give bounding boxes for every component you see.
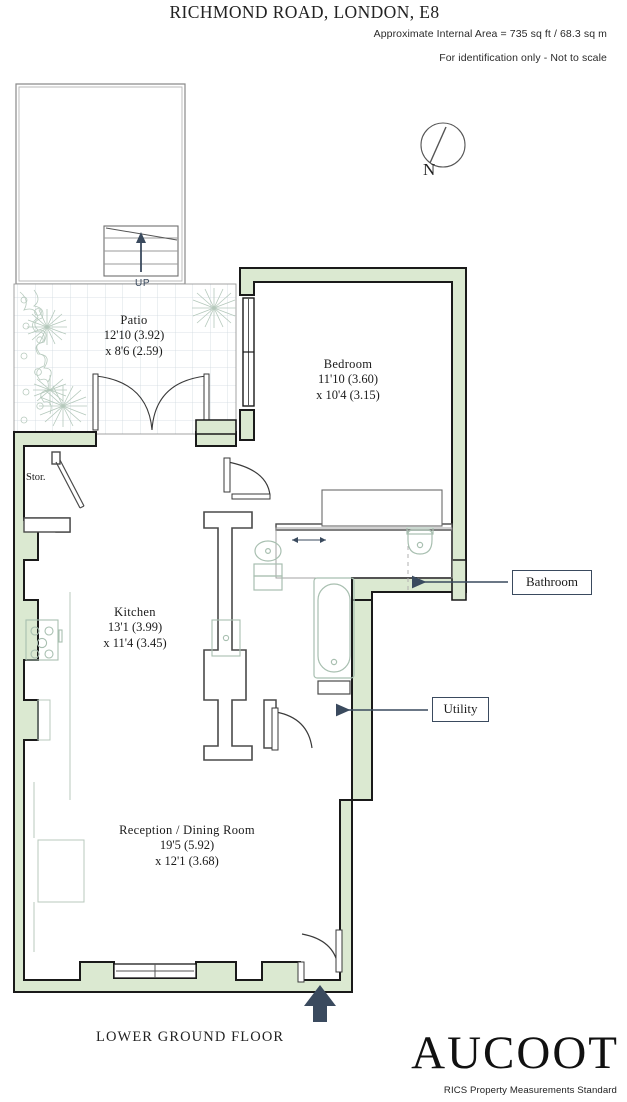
brand-logo: AUCOOT	[411, 1027, 619, 1079]
toilet-fixture	[406, 527, 434, 555]
room-label-kitchen: Kitchen 13'1 (3.99) x 11'4 (3.45)	[75, 605, 195, 651]
bathroom-recess	[321, 489, 443, 527]
callout-utility[interactable]: Utility	[432, 697, 489, 722]
room-label-patio: Patio 12'10 (3.92) x 8'6 (2.59)	[74, 313, 194, 359]
compass-icon	[420, 122, 466, 168]
staircase	[103, 225, 179, 277]
storage-door-swing	[55, 459, 85, 509]
brand-standard-note: RICS Property Measurements Standard	[443, 1085, 617, 1096]
patio-name: Patio	[120, 313, 148, 327]
reception-dim-1: 19'5 (5.92)	[159, 838, 215, 853]
patio-planting	[19, 288, 236, 427]
patio-dim-2: x 8'6 (2.59)	[105, 343, 163, 358]
callout-bathroom[interactable]: Bathroom	[512, 570, 592, 595]
bedroom-dim-1: 11'10 (3.60)	[317, 372, 379, 387]
reception-name: Reception / Dining Room	[119, 823, 255, 837]
kitchen-name: Kitchen	[114, 605, 156, 619]
wash-basin-fixture	[253, 540, 283, 591]
reception-dim-2: x 12'1 (3.68)	[155, 853, 219, 868]
storage-cupboard	[23, 451, 71, 533]
bedroom-window	[242, 297, 255, 407]
entrance-door	[297, 929, 343, 983]
bath-tub-fixture	[313, 577, 355, 695]
doorway-dimension-arrow	[292, 537, 326, 543]
disclaimer-note: For identification only - Not to scale	[439, 52, 607, 64]
storage-label: Stor.	[26, 472, 46, 483]
patio-outline	[13, 283, 237, 435]
patio-dim-1: 12'10 (3.92)	[103, 328, 165, 343]
bathroom-wall-notch	[451, 559, 467, 601]
bedroom-wall-nub	[239, 409, 255, 441]
floor-level-label: LOWER GROUND FLOOR	[96, 1029, 285, 1045]
callout-bathroom-label: Bathroom	[526, 574, 578, 589]
main-house-wall	[13, 431, 353, 993]
kitchen-sink-fixture	[211, 619, 241, 657]
bathroom-outline	[275, 527, 453, 579]
bedroom-dim-2: x 10'4 (3.15)	[316, 387, 380, 402]
reception-bottom-window	[113, 963, 197, 979]
page-title: RICHMOND ROAD, LONDON, E8	[169, 2, 440, 22]
room-label-bedroom: Bedroom 11'10 (3.60) x 10'4 (3.15)	[288, 357, 408, 403]
entrance-arrow	[304, 985, 336, 1022]
callout-utility-label: Utility	[443, 701, 478, 716]
kitchen-top-wall-upper	[195, 419, 237, 435]
room-label-reception: Reception / Dining Room 19'5 (5.92) x 12…	[82, 823, 292, 869]
compass-north-label: N	[423, 160, 436, 179]
hob-fixture	[25, 619, 63, 661]
reception-windows	[33, 699, 85, 952]
kitchen-patio-door	[223, 457, 271, 500]
kitchen-dim-2: x 11'4 (3.45)	[103, 635, 167, 650]
internal-area-note: Approximate Internal Area = 735 sq ft / …	[373, 28, 607, 40]
bedroom-name: Bedroom	[323, 357, 373, 371]
stairs-up-label: UP	[135, 278, 151, 289]
utility-wall	[351, 577, 373, 801]
kitchen-dim-1: 13'1 (3.99)	[107, 620, 163, 635]
utility-door	[271, 707, 313, 751]
